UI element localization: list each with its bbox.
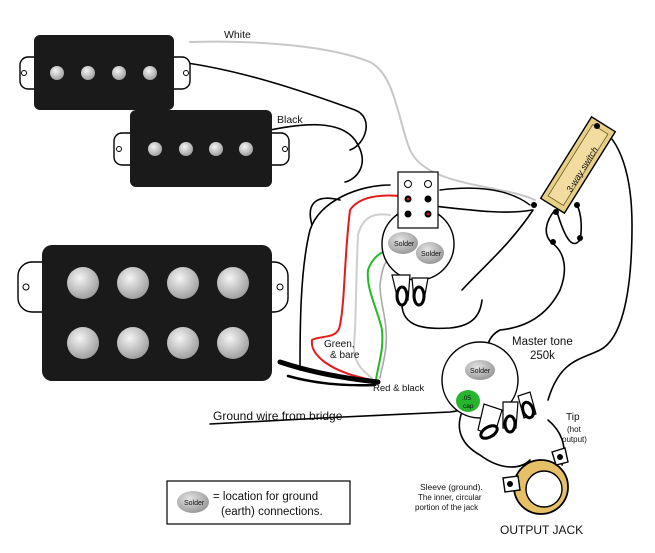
mounting-hole-icon [183, 70, 189, 76]
switch-lug-icon [574, 202, 580, 208]
switch-lug-icon [553, 209, 559, 215]
master-tone-value: 250k [530, 350, 555, 362]
solder-blob-icon [177, 491, 209, 513]
push-pull-switch [397, 171, 439, 229]
switch-lug-icon [531, 202, 537, 208]
switch-lug-icon [424, 180, 432, 188]
volume-pot [381, 171, 455, 307]
capacitor-value: .05 [462, 395, 471, 402]
solder-blob-icon [465, 360, 495, 380]
switch-wire-1 [424, 204, 533, 213]
bare-wire [379, 254, 396, 379]
volume-lug-loop [401, 299, 483, 330]
pole-piece-icon [217, 327, 249, 359]
pole-piece-icon [167, 327, 199, 359]
green-wire [366, 247, 393, 381]
sleeve-label-3: portion of the jack [415, 503, 479, 512]
mounting-hole-icon [116, 146, 122, 152]
output-jack-label: OUTPUT JACK [500, 523, 583, 537]
switch-wire-4 [499, 209, 566, 331]
red-black-label: Red & black [373, 383, 424, 394]
pole-piece-icon [112, 66, 126, 80]
jack-tip-hole-icon [557, 454, 563, 460]
jack-sleeve-hole-icon [507, 481, 513, 487]
switch-lug-icon [404, 180, 412, 188]
output-jack [502, 447, 569, 515]
pot-lug-hole-icon [479, 424, 499, 440]
humbucker-pickup [17, 245, 289, 381]
solder-label-volume-left: Solder [394, 241, 415, 248]
green-bare-label-line1: Green, [324, 339, 355, 350]
pole-piece-icon [239, 142, 253, 156]
grey-wire [353, 213, 391, 379]
white-wire [189, 40, 536, 201]
capacitor-icon [456, 390, 480, 412]
solder-label-tone: Solder [470, 368, 491, 375]
tip-label: Tip [566, 412, 580, 423]
humbucker-cable-lower [286, 374, 377, 387]
switch-lug-icon [404, 210, 412, 218]
pole-piece-icon [117, 267, 149, 299]
switch-wire-5 [547, 127, 633, 401]
switch-lug-icon [550, 239, 556, 245]
mounting-hole-icon [22, 283, 30, 291]
pole-piece-icon [143, 66, 157, 80]
legend-text-line1: = location for ground [213, 491, 318, 503]
ground-wire-label: Ground wire from bridge [213, 409, 343, 423]
master-tone-label: Master tone [512, 336, 573, 348]
tone-ring-wire [458, 411, 531, 468]
master-tone-pot [441, 341, 537, 440]
switch-lug-icon [577, 235, 583, 241]
switch-wire-6 [461, 209, 534, 291]
black-bundle-loop-2 [309, 197, 341, 226]
pole-piece-icon [148, 142, 162, 156]
solder-blob-icon [388, 232, 418, 254]
pot-lug-hole-icon [521, 400, 535, 420]
tip-sub-label-2: output) [562, 435, 587, 444]
black-wire-lower-coil [269, 123, 363, 183]
capacitor-label: cap [463, 403, 474, 410]
switch-lug-icon [594, 123, 600, 129]
white-wire-label: White [224, 29, 251, 41]
legend-solder-label: Solder [184, 500, 205, 507]
three-way-switch [531, 115, 617, 245]
humbucker-cable [277, 359, 381, 385]
tip-sub-label-1: (hot [567, 425, 582, 434]
sleeve-label-2: The inner, circular [418, 493, 482, 502]
pole-piece-icon [209, 142, 223, 156]
p-pickup-upper-coil [19, 35, 191, 110]
pole-piece-icon [167, 267, 199, 299]
switch-lug-icon [424, 195, 432, 203]
mounting-hole-icon [282, 146, 288, 152]
sleeve-label-1: Sleeve (ground). [420, 482, 483, 492]
black-bundle-loop [299, 184, 391, 371]
pot-lug-hole-icon [412, 285, 426, 307]
pole-piece-icon [179, 142, 193, 156]
green-bare-label-line2: & bare [330, 350, 360, 361]
solder-blob-icon [416, 242, 444, 264]
pot-lug-hole-icon [503, 414, 517, 434]
red-wire [310, 194, 401, 381]
legend [166, 480, 351, 525]
mounting-hole-icon [21, 70, 27, 76]
wires [179, 40, 633, 468]
switch-wire-2 [439, 187, 531, 206]
pole-piece-icon [81, 66, 95, 80]
pole-piece-icon [217, 267, 249, 299]
outer-black-loop [179, 61, 367, 151]
p-pickup-lower-coil [113, 110, 290, 187]
pot-lug-hole-icon [395, 285, 409, 307]
black-wire-label: Black [277, 114, 303, 126]
pole-piece-icon [67, 267, 99, 299]
pole-piece-icon [117, 327, 149, 359]
pole-piece-icon [50, 66, 64, 80]
pole-piece-icon [67, 327, 99, 359]
mounting-hole-icon [276, 283, 284, 291]
solder-label-volume-right: Solder [421, 251, 442, 258]
legend-text-line2: (earth) connections. [221, 506, 323, 518]
